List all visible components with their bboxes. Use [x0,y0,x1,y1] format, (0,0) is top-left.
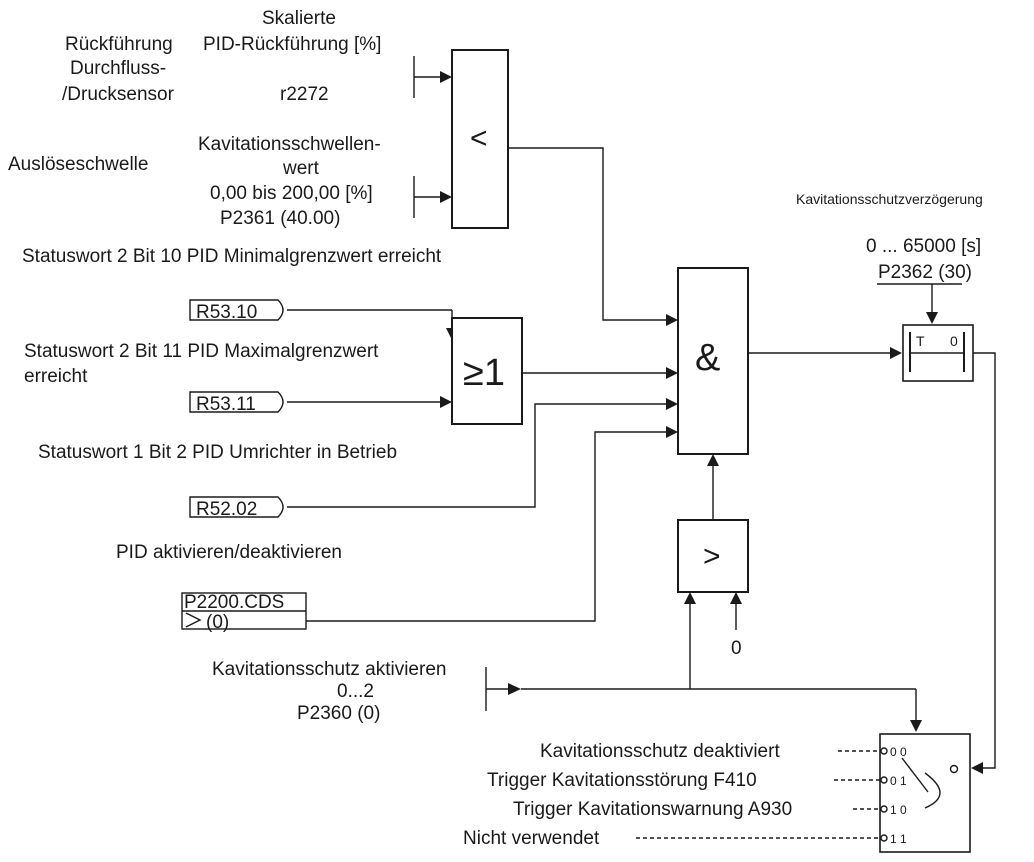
status-max-label-1: Statuswort 2 Bit 11 PID Maximalgrenzwert [24,341,379,362]
selector-pivot [949,764,959,774]
selector-option-label: Kavitationsschutz deaktiviert [540,741,780,762]
selector-option-code: 0 0 [890,745,907,759]
cav-threshold-2: wert [282,158,320,179]
selector-option-code: 0 1 [890,774,907,788]
p2200-value: (0) [206,612,229,633]
selector-option-code: 1 1 [890,832,907,846]
selector-option-label: Nicht verwendet [463,828,600,849]
scaled-param: r2272 [280,84,329,105]
selector-option-2: Trigger Kavitationswarnung A930 1 0 [513,799,907,820]
cav-enable-range: 0...2 [337,681,374,702]
threshold-label: Auslöseschwelle [8,154,148,175]
arrow-delay-in [926,312,938,324]
timer-t-label: T [916,333,925,349]
or-gate-symbol: ≥1 [463,352,505,394]
greater-than-symbol: > [703,540,721,573]
status-min-label: Statuswort 2 Bit 10 PID Minimalgrenzwert… [22,246,442,267]
scaled-label-1: Skalierte [262,8,336,29]
zero-const-label: 0 [731,638,742,659]
option-pin [880,747,888,755]
feedback-label-3: /Drucksensor [62,84,175,105]
delay-range: 0 ... 65000 [s] [866,236,981,257]
r53-10-label: R53.10 [196,302,257,323]
less-than-block [451,49,509,229]
selector-option-0: Kavitationsschutz deaktiviert 0 0 [540,741,907,762]
cav-threshold-1: Kavitationsschwellen- [198,134,381,155]
p2200-chevron [185,612,202,628]
selector-lever [901,757,929,793]
r53-11-label: R53.11 [196,394,256,415]
less-than-output-line [508,147,666,321]
arrow-or-out [666,367,678,379]
selector-option-3: Nicht verwendet 1 1 [463,828,907,849]
status-max-label-2: erreicht [24,366,88,387]
less-than-symbol: < [470,122,488,155]
r52-02-line [287,403,666,508]
cav-enable-param: P2360 (0) [297,703,380,724]
selector-block [879,733,971,853]
r52-02-label: R52.02 [196,499,257,520]
delay-param: P2362 (30) [878,262,972,283]
or-gate-block [451,317,523,425]
arrow-greater-than-out [707,454,719,466]
option-pin [880,776,888,784]
arrow-threshold [440,191,452,203]
p2200-line [306,431,666,622]
pid-enable-label: PID aktivieren/deaktivieren [116,542,342,563]
option-pin [880,805,888,813]
selector-arc [924,772,941,809]
cav-threshold-param: P2361 (40.00) [220,208,340,229]
arrow-feedback [440,71,452,83]
r52-02-connector [189,496,284,518]
r53-10-connector [189,299,284,321]
r53-11-connector [189,391,284,413]
arrow-r52-02 [666,398,678,410]
scaled-label-2: PID-Rückführung [%] [203,34,381,55]
and-gate-symbol: & [695,337,720,379]
arrow-less-than-out [666,314,678,326]
greater-than-block [677,519,749,593]
arrow-and-out [890,347,902,359]
p2200-label: P2200.CDS [184,592,284,613]
arrow-selector-in [910,720,922,732]
delay-title: Kavitationsschutzverzögerung [796,191,983,207]
selector-option-code: 1 0 [890,803,907,817]
cav-enable-label: Kavitationsschutz aktivieren [212,659,446,680]
selector-option-1: Trigger Kavitationsstörung F410 0 1 [487,770,907,791]
arrow-gt-in-right [730,592,742,604]
option-pin [880,834,888,842]
and-gate-block [677,267,749,455]
arrow-timer-out [971,762,983,774]
arrow-p2200 [666,426,678,438]
arrow-r53-11 [440,396,452,408]
selector-option-label: Trigger Kavitationswarnung A930 [513,799,792,820]
arrow-cav-enable [508,683,521,695]
feedback-label-1: Rückführung [65,34,173,55]
arrow-gt-in-left [684,592,696,604]
selector-option-label: Trigger Kavitationsstörung F410 [487,770,757,791]
cav-threshold-range: 0,00 bis 200,00 [%] [210,183,373,204]
timer-0-label: 0 [950,333,958,349]
feedback-label-2: Durchfluss- [70,58,166,79]
status-running-label: Statuswort 1 Bit 2 PID Umrichter in Betr… [38,442,397,463]
timer-output-line [973,352,996,769]
